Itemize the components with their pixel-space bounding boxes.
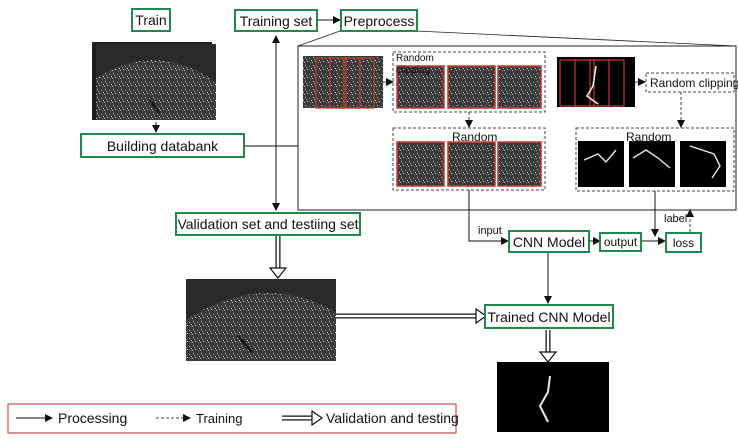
training-set-node: Training set bbox=[234, 9, 318, 32]
cnn-model-node: CNN Model bbox=[508, 230, 590, 253]
input-edge-label: input bbox=[478, 225, 502, 237]
random-clipping-top-label: Random clipping bbox=[396, 53, 444, 77]
loss-node: loss bbox=[665, 232, 702, 253]
preprocess-node: Preprocess bbox=[340, 9, 418, 32]
legend-processing: Processing bbox=[58, 410, 127, 426]
train-node: Train bbox=[131, 8, 171, 32]
validation-set-node: Validation set and testiing set bbox=[175, 212, 361, 236]
output-node: output bbox=[599, 232, 642, 252]
building-databank-node: Building databank bbox=[80, 133, 245, 158]
random-clipping-label: Random clipping bbox=[650, 76, 738, 90]
label-edge-label: label bbox=[664, 213, 687, 225]
legend-validation-testing: Validation and testing bbox=[326, 410, 459, 426]
legend-training: Training bbox=[196, 411, 242, 426]
trained-cnn-model-node: Trained CNN Model bbox=[484, 304, 614, 329]
random-right-label: Random bbox=[626, 130, 671, 144]
random-left-label: Random bbox=[452, 130, 497, 144]
